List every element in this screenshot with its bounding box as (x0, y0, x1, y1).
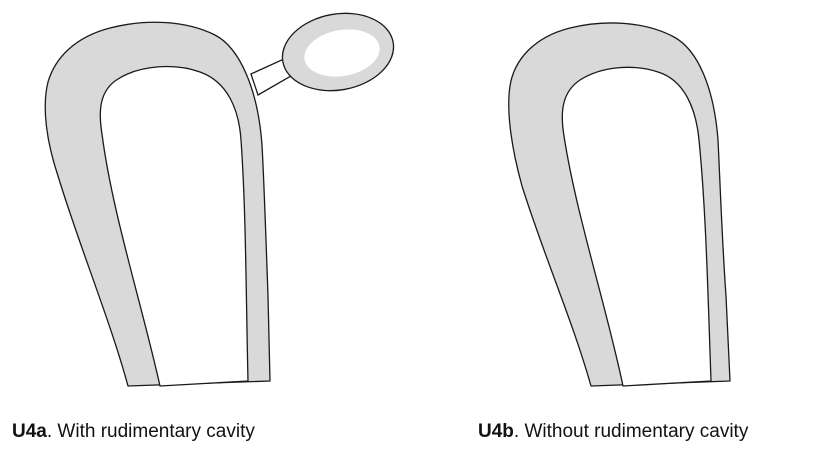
caption-u4b: U4b. Without rudimentary cavity (478, 420, 748, 444)
rudimentary-cavity (304, 29, 380, 77)
figure-u4a: U4a. With rudimentary cavity (12, 12, 395, 444)
uterine-cavity (99, 65, 249, 387)
caption-code: U4b (478, 421, 514, 442)
caption-u4a: U4a. With rudimentary cavity (12, 420, 255, 444)
uterine-cavity (561, 66, 712, 387)
uterus-diagram-with-cavity (44, 12, 395, 387)
caption-text: . Without rudimentary cavity (513, 421, 749, 442)
uterus-diagram-without-cavity (508, 22, 731, 387)
caption-text: . With rudimentary cavity (46, 421, 255, 442)
figure-u4b: U4b. Without rudimentary cavity (418, 0, 836, 456)
caption-code: U4a (12, 421, 47, 442)
